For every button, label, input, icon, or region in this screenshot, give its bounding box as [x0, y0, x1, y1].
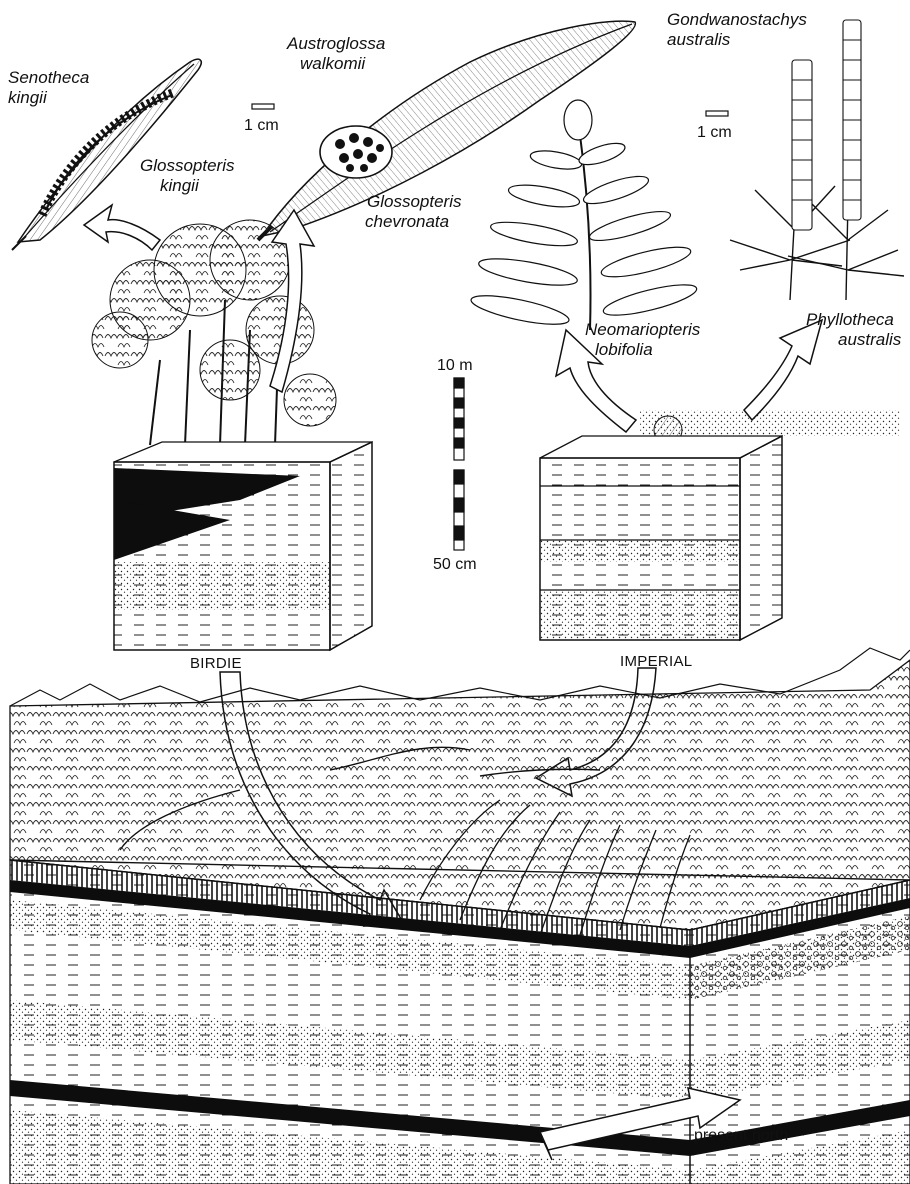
- label-senotheca-line1: Senotheca: [8, 68, 89, 87]
- label-glossopteris-kingii-line2: kingii: [160, 176, 199, 195]
- label-austroglossa-line2: walkomii: [300, 54, 365, 73]
- label-glossopteris-chevronata-line2: chevronata: [365, 212, 449, 231]
- birdie-stratigraphic-block: [114, 442, 372, 650]
- vertical-scale-bar: [454, 378, 464, 550]
- label-neomariopteris-line1: Neomariopteris: [585, 320, 700, 339]
- arrow-birdie-to-glossopteris-kingii: [84, 205, 160, 250]
- imperial-stratigraphic-block: [540, 436, 782, 640]
- label-phyllotheca-line1: Phyllotheca: [806, 310, 894, 329]
- gondwanostachys-australis-cones: [792, 20, 861, 230]
- scale-bar-1cm-left: [252, 104, 274, 109]
- label-site-imperial: IMPERIAL: [620, 652, 692, 671]
- scale-bar-1cm-right: [706, 111, 728, 116]
- label-site-birdie: BIRDIE: [190, 654, 242, 673]
- landscape-block-diagram: [10, 648, 910, 1184]
- phyllotheca-australis-stems: [730, 20, 904, 300]
- label-senotheca-line2: kingii: [8, 88, 47, 107]
- label-austroglossa-line1: Austroglossa: [287, 34, 385, 53]
- austroglossa-walkomii-fructification: [320, 126, 392, 178]
- label-scale-50cm: 50 cm: [433, 555, 477, 574]
- label-glossopteris-chevronata-line1: Glossopteris: [367, 192, 461, 211]
- arrow-imperial-to-phyllotheca: [744, 320, 822, 420]
- label-neomariopteris-line2: lobifolia: [595, 340, 653, 359]
- label-phyllotheca-line2: australis: [838, 330, 901, 349]
- label-scale-1cm-left: 1 cm: [244, 116, 279, 135]
- label-scale-1cm-right: 1 cm: [697, 123, 732, 142]
- label-gondwanostachys-line2: australis: [667, 30, 730, 49]
- label-gondwanostachys-line1: Gondwanostachys: [667, 10, 807, 29]
- label-present-north: present north: [694, 1126, 788, 1145]
- label-glossopteris-kingii-line1: Glossopteris: [140, 156, 234, 175]
- label-scale-10m: 10 m: [437, 356, 473, 375]
- neomariopteris-lobifolia-frond: [469, 100, 699, 330]
